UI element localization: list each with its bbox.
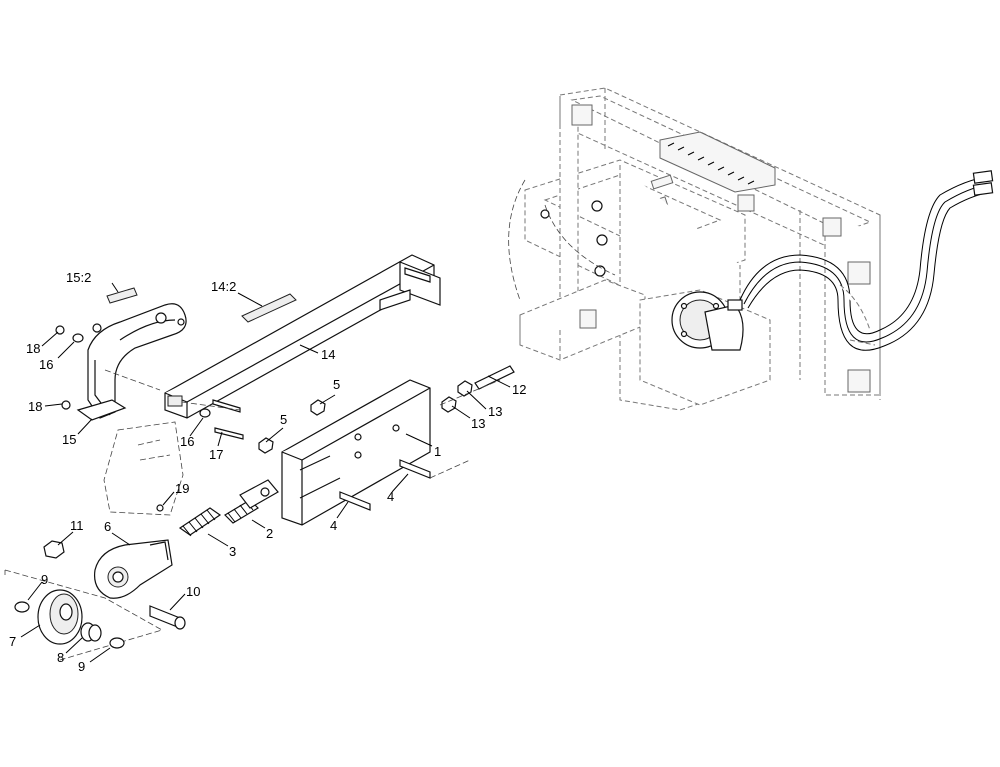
part-4-bolt-upper: [399, 459, 431, 479]
callout-10: 10: [186, 584, 200, 599]
callout-6: 6: [104, 519, 111, 534]
callout-3: 3: [229, 544, 236, 559]
part-15-bracket: [76, 303, 187, 421]
callout-9-bottom: 9: [78, 659, 85, 674]
callout-12: 12: [512, 382, 526, 397]
hidden-plate-detail: [137, 439, 171, 461]
part-9-washer-bottom: [109, 637, 125, 649]
part-16-washer-top: [72, 333, 84, 343]
part-14-2-decal: [241, 293, 297, 323]
part-2-spring: [224, 479, 279, 524]
part-10-pin: [149, 605, 186, 630]
part-5-nut-top: [310, 399, 326, 416]
callout-13-upper: 13: [488, 404, 502, 419]
part-15-2-decal: [106, 287, 138, 304]
callout-8: 8: [57, 650, 64, 665]
part-18-nut-bottom: [61, 400, 71, 410]
callout-2: 2: [266, 526, 273, 541]
assembly-axis-lines: [104, 369, 501, 479]
callout-19: 19: [175, 481, 189, 496]
part-12-bolt: [474, 365, 515, 390]
part-14-arm: [164, 254, 441, 419]
part-1-housing: [281, 379, 431, 526]
callout-18-top: 18: [26, 341, 40, 356]
callout-18-bottom: 18: [28, 399, 42, 414]
part-16-washer-bottom: [199, 408, 211, 418]
part-17-bolt-bottom: [214, 427, 244, 440]
callout-14-2: 14:2: [211, 279, 236, 294]
callout-9-top: 9: [41, 572, 48, 587]
part-8-bushing: [80, 622, 102, 642]
callout-7: 7: [9, 634, 16, 649]
part-13-nut-lower: [441, 396, 457, 413]
callout-17: 17: [209, 447, 223, 462]
part-3-spring: [178, 507, 222, 537]
callout-14: 14: [321, 347, 335, 362]
callout-11: 11: [70, 518, 84, 533]
part-9-washer-top: [14, 601, 30, 613]
part-7-wheel: [37, 589, 83, 645]
callout-16-top: 16: [39, 357, 53, 372]
callout-4-upper: 4: [387, 489, 394, 504]
callout-16-bottom: 16: [180, 434, 194, 449]
leader-lines: [20, 282, 511, 663]
part-17-bolt-top: [212, 399, 241, 413]
part-6-yoke: [93, 539, 173, 599]
part-19-screw: [156, 504, 164, 512]
machine-frame-assembly: [508, 87, 994, 411]
part-5-nut-bottom: [258, 437, 274, 454]
hidden-plate-outline: [103, 421, 184, 516]
callout-labels: 15:2 14:2 18 16 14 18 15 16 17 5 5 1 12 …: [9, 270, 526, 674]
callout-1: 1: [434, 444, 441, 459]
callout-15: 15: [62, 432, 76, 447]
part-11-nut: [43, 540, 65, 559]
part-washer-small: [92, 323, 102, 333]
wheel-assembly-outline: [4, 569, 164, 661]
callout-5-top: 5: [333, 377, 340, 392]
callout-15-2: 15:2: [66, 270, 91, 285]
callout-5-bottom: 5: [280, 412, 287, 427]
callout-4-lower: 4: [330, 518, 337, 533]
callout-13-lower: 13: [471, 416, 485, 431]
part-4-bolt-lower: [339, 491, 371, 511]
